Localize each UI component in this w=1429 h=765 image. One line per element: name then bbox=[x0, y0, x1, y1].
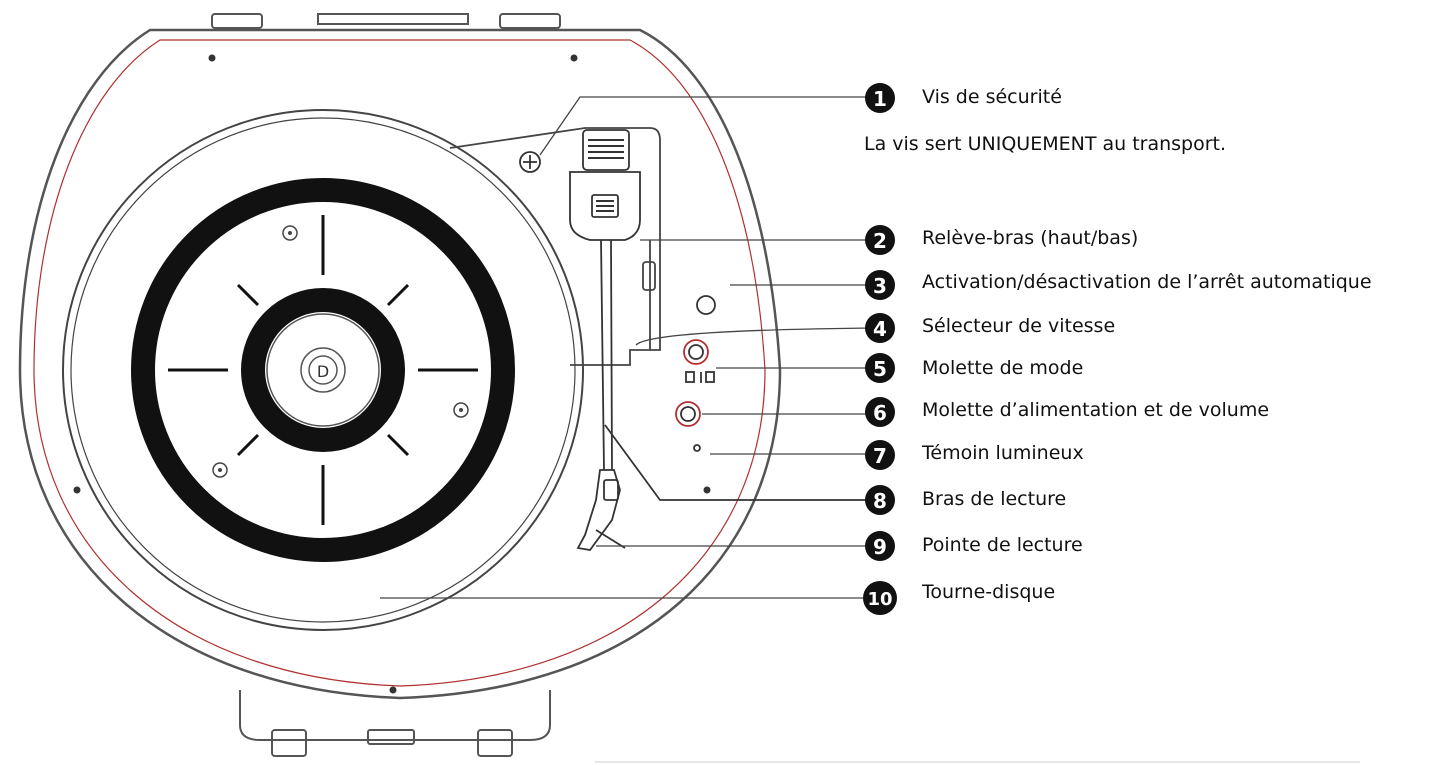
controls bbox=[605, 296, 880, 500]
label-2: Relève-bras (haut/bas) bbox=[922, 227, 1138, 249]
svg-text:10: 10 bbox=[867, 589, 892, 610]
label-9: Pointe de lecture bbox=[922, 534, 1083, 556]
platter: D bbox=[63, 110, 583, 630]
label-5: Molette de mode bbox=[922, 357, 1083, 379]
svg-text:5: 5 bbox=[873, 357, 887, 381]
bottom-stand bbox=[240, 690, 550, 756]
badge-4: 4 bbox=[865, 313, 895, 343]
badge-2: 2 bbox=[865, 225, 895, 255]
svg-text:4: 4 bbox=[873, 317, 887, 341]
label-6: Molette d’alimentation et de volume bbox=[922, 399, 1269, 421]
label-10: Tourne-disque bbox=[922, 581, 1055, 603]
label-8: Bras de lecture bbox=[922, 488, 1066, 510]
top-latches bbox=[212, 14, 560, 28]
badge-6: 6 bbox=[865, 397, 895, 427]
badge-9: 9 bbox=[865, 531, 895, 561]
badge-1: 1 bbox=[865, 83, 895, 113]
number-badges: 1 2 3 4 5 6 7 8 9 10 bbox=[863, 83, 897, 615]
svg-text:3: 3 bbox=[873, 274, 887, 298]
badge-10: 10 bbox=[863, 581, 897, 615]
security-screw-icon bbox=[520, 152, 540, 172]
label-1: Vis de sécurité bbox=[922, 86, 1062, 108]
svg-text:7: 7 bbox=[873, 444, 887, 468]
label-4: Sélecteur de vitesse bbox=[922, 315, 1115, 337]
svg-text:D: D bbox=[317, 362, 329, 381]
svg-text:1: 1 bbox=[873, 87, 887, 111]
label-1-note: La vis sert UNIQUEMENT au transport. bbox=[864, 133, 1226, 155]
svg-text:8: 8 bbox=[873, 489, 887, 513]
label-3: Activation/désactivation de l’arrêt auto… bbox=[922, 271, 1372, 293]
label-7: Témoin lumineux bbox=[922, 442, 1084, 464]
svg-text:6: 6 bbox=[873, 401, 887, 425]
badge-8: 8 bbox=[865, 485, 895, 515]
badge-5: 5 bbox=[865, 353, 895, 383]
svg-text:2: 2 bbox=[873, 229, 887, 253]
svg-text:9: 9 bbox=[873, 535, 887, 559]
badge-3: 3 bbox=[865, 270, 895, 300]
badge-7: 7 bbox=[865, 440, 895, 470]
